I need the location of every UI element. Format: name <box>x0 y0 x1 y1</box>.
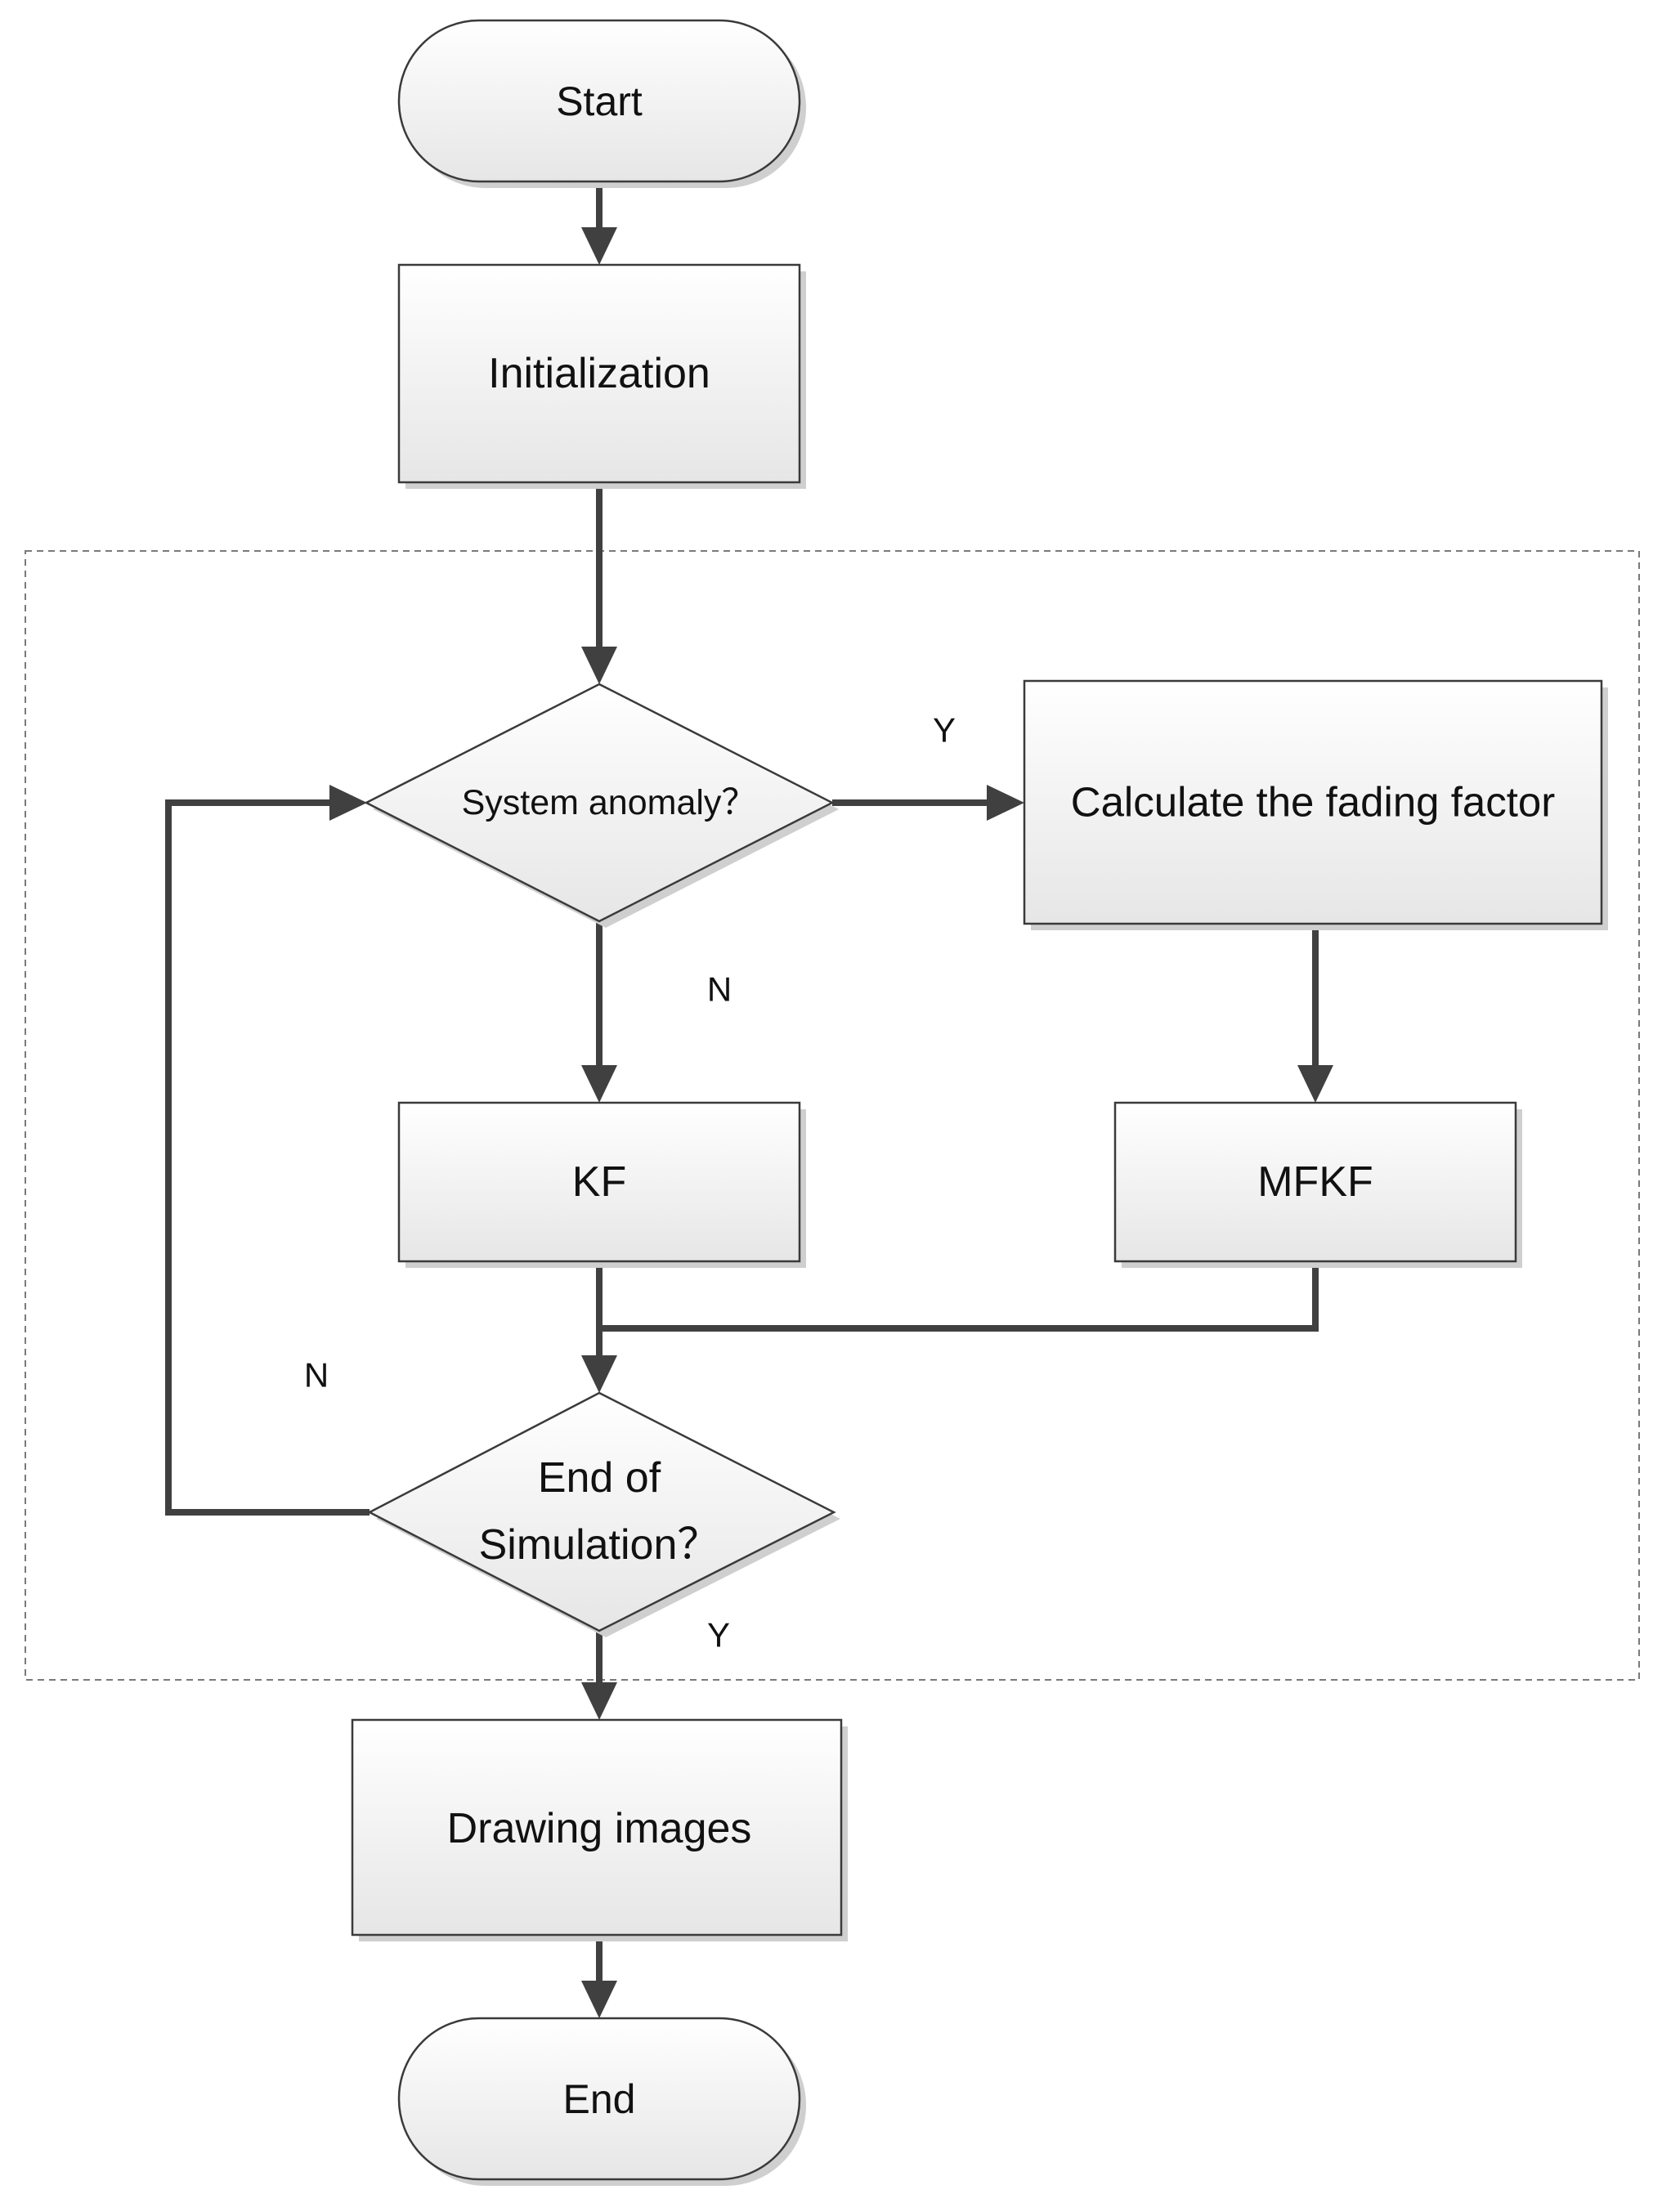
node-drawing-images-label: Drawing images <box>447 1805 752 1852</box>
node-kf: KF <box>397 1101 806 1268</box>
node-start-label: Start <box>556 78 643 124</box>
node-mfkf-label: MFKF <box>1257 1158 1373 1206</box>
node-mfkf: MFKF <box>1113 1101 1522 1268</box>
arrowhead-simulation-top <box>581 1355 617 1393</box>
node-start: Start <box>397 19 806 188</box>
loop-group-frame <box>25 550 1640 1681</box>
edge-mfkf-to-merge <box>599 1261 1319 1332</box>
node-system-anomaly-label: System anomaly？ <box>462 783 757 822</box>
node-end: End <box>397 2017 806 2186</box>
edge-simulation-loop-back <box>165 799 370 1516</box>
edge-label-simulation-yes: Y <box>707 1616 730 1655</box>
node-end-of-simulation-label-line2: Simulation？ <box>479 1521 720 1569</box>
edges <box>165 181 1333 2018</box>
node-end-of-simulation: End of Simulation？ <box>367 1391 840 1637</box>
node-system-anomaly: System anomaly？ <box>364 683 839 928</box>
node-drawing-images: Drawing images <box>351 1718 848 1941</box>
node-end-label: End <box>563 2076 636 2122</box>
arrowhead-initialization <box>581 227 617 265</box>
node-initialization: Initialization <box>397 263 806 489</box>
edge-label-simulation-no: N <box>304 1356 329 1395</box>
node-kf-label: KF <box>572 1158 626 1206</box>
arrowhead-anomaly-top <box>581 647 617 684</box>
node-initialization-label: Initialization <box>488 350 710 397</box>
edge-label-anomaly-no: N <box>707 970 732 1009</box>
edge-label-anomaly-yes: Y <box>933 711 956 750</box>
node-calculate-fading-factor: Calculate the fading factor <box>1023 679 1608 930</box>
node-end-of-simulation-label-line1: End of <box>538 1454 661 1502</box>
arrowhead-end <box>581 1981 617 2018</box>
arrowhead-drawing <box>581 1682 617 1720</box>
arrowhead-calculate <box>987 785 1024 821</box>
node-calculate-fading-factor-label: Calculate the fading factor <box>1071 779 1556 826</box>
arrowhead-mfkf <box>1297 1065 1333 1103</box>
arrowhead-kf <box>581 1065 617 1103</box>
arrowhead-anomaly-left <box>329 785 367 821</box>
